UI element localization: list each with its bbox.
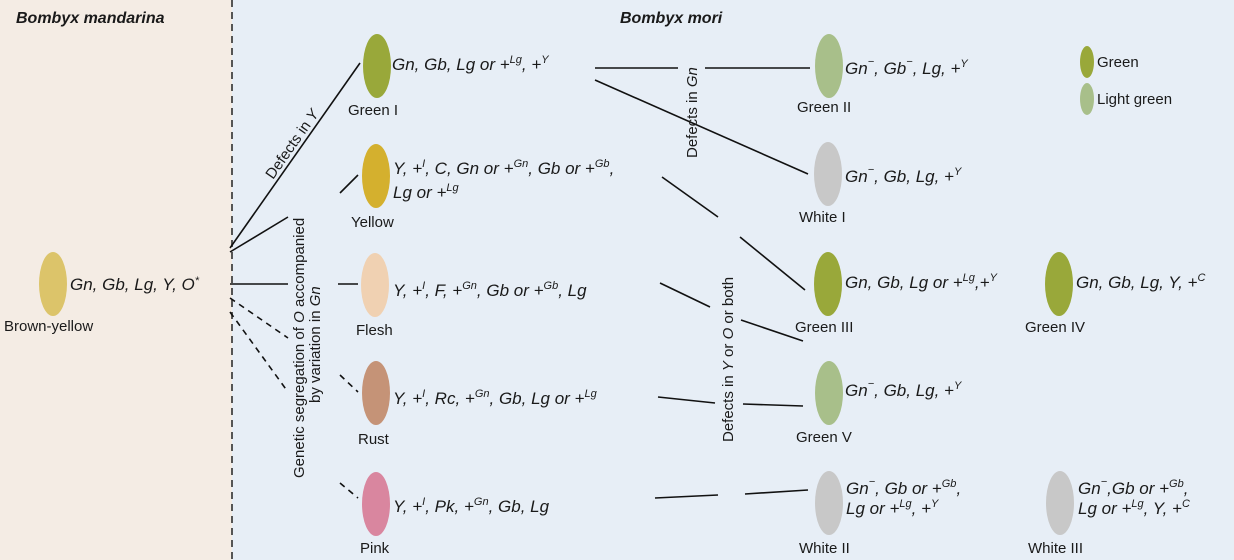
- strain-flesh: Y, +I, F, +Gn, Gb or +Gb, Lg Flesh: [356, 253, 587, 339]
- strain-green3: Gn, Gb, Lg or +Lg,+Y Green III: [795, 252, 998, 336]
- green5-cocoon: [815, 361, 843, 425]
- yellow-genotype-line2: Lg or +Lg: [393, 182, 460, 202]
- line-yellow-green3-b: [739, 236, 806, 291]
- white2-cocoon: [815, 471, 843, 535]
- green3-genotype: Gn, Gb, Lg or +Lg,+Y: [845, 272, 998, 292]
- bombyx-mandarina-panel: [0, 0, 232, 560]
- line-flesh-green3-b: [740, 319, 804, 342]
- pink-cocoon: [362, 472, 390, 536]
- flesh-cocoon: [361, 253, 389, 317]
- green4-label: Green IV: [1025, 319, 1085, 336]
- yellow-cocoon: [362, 144, 390, 208]
- ancestor-label: Brown-yellow: [4, 318, 93, 335]
- pink-label: Pink: [360, 540, 390, 557]
- line-flesh-green3-a: [659, 282, 711, 308]
- rust-cocoon: [362, 361, 390, 425]
- annotation-defects-in-gn: Defects in Gn: [684, 67, 701, 158]
- green2-cocoon: [815, 34, 843, 98]
- white2-label: White II: [799, 540, 850, 557]
- rust-label: Rust: [358, 431, 390, 448]
- legend-green-swatch: [1080, 46, 1094, 78]
- pink-genotype: Y, +I, Pk, +Gn, Gb, Lg: [393, 496, 550, 516]
- yellow-label: Yellow: [351, 214, 394, 231]
- strain-white3: Gn−,Gb or +Gb, Lg or +Lg, Y, +C White II…: [1028, 471, 1190, 557]
- yellow-genotype-line1: Y, +I, C, Gn or +Gn, Gb or +Gb,: [393, 158, 614, 178]
- ancestor-node: Gn, Gb, Lg, Y, O* Brown-yellow: [4, 252, 200, 335]
- dash-to-pink-a: [229, 311, 289, 393]
- line-pink-white2-a: [654, 494, 719, 499]
- legend-green-label: Green: [1097, 54, 1139, 71]
- white3-cocoon: [1046, 471, 1074, 535]
- green2-label: Green II: [797, 99, 851, 116]
- connector-lines: [229, 62, 810, 499]
- ancestor-genotype: Gn, Gb, Lg, Y, O*: [70, 275, 200, 294]
- flesh-genotype: Y, +I, F, +Gn, Gb or +Gb, Lg: [393, 280, 587, 300]
- title-bombyx-mori: Bombyx mori: [620, 10, 723, 27]
- white1-genotype: Gn−, Gb, Lg, +Y: [845, 164, 962, 186]
- strain-green4: Gn, Gb, Lg, Y, +C Green IV: [1025, 252, 1205, 336]
- line-to-yellow-b: [339, 174, 359, 194]
- strain-green1: Gn, Gb, Lg or +Lg, +Y Green I: [348, 34, 549, 119]
- white1-cocoon: [814, 142, 842, 206]
- white3-label: White III: [1028, 540, 1083, 557]
- flesh-label: Flesh: [356, 322, 393, 339]
- white2-genotype-line2: Lg or +Lg, +Y: [846, 498, 939, 518]
- green4-genotype: Gn, Gb, Lg, Y, +C: [1076, 272, 1205, 292]
- ancestor-cocoon: [39, 252, 67, 316]
- line-pink-white2-b: [744, 489, 809, 495]
- line-rust-green5-a: [657, 396, 716, 404]
- title-bombyx-mandarina: Bombyx mandarina: [16, 10, 165, 27]
- line-yellow-green3-a: [661, 176, 719, 218]
- strain-rust: Y, +I, Rc, +Gn, Gb, Lg or +Lg Rust: [358, 361, 598, 448]
- green3-label: Green III: [795, 319, 853, 336]
- dash-to-pink-b: [339, 482, 359, 499]
- green3-cocoon: [814, 252, 842, 316]
- strain-pink: Y, +I, Pk, +Gn, Gb, Lg Pink: [360, 472, 550, 557]
- green1-cocoon: [363, 34, 391, 98]
- annotation-defects-y-or-o: Defects in Y or O or both: [720, 277, 737, 442]
- white1-label: White I: [799, 209, 846, 226]
- rust-genotype: Y, +I, Rc, +Gn, Gb, Lg or +Lg: [393, 388, 598, 408]
- legend-light-green-swatch: [1080, 83, 1094, 115]
- strain-white2: Gn−, Gb or +Gb, Lg or +Lg, +Y White II: [799, 471, 961, 557]
- green1-label: Green I: [348, 102, 398, 119]
- strain-green2: Gn−, Gb−, Lg, +Y Green II: [797, 34, 968, 116]
- green1-genotype: Gn, Gb, Lg or +Lg, +Y: [392, 54, 549, 74]
- line-green1-white1: [594, 79, 809, 175]
- line-to-yellow-a: [229, 216, 289, 253]
- legend-light-green-label: Light green: [1097, 91, 1172, 108]
- green4-cocoon: [1045, 252, 1073, 316]
- white3-genotype-line2: Lg or +Lg, Y, +C: [1078, 498, 1190, 518]
- annotation-segregation-line1: Genetic segregation of O accompanied: [291, 218, 308, 478]
- strain-yellow: Y, +I, C, Gn or +Gn, Gb or +Gb, Lg or +L…: [351, 144, 614, 231]
- green5-genotype: Gn−, Gb, Lg, +Y: [845, 378, 962, 400]
- green5-label: Green V: [796, 429, 852, 446]
- white3-genotype-line1: Gn−,Gb or +Gb,: [1078, 476, 1188, 498]
- dash-to-rust-a: [229, 297, 289, 339]
- white2-genotype-line1: Gn−, Gb or +Gb,: [846, 476, 961, 498]
- strain-white1: Gn−, Gb, Lg, +Y White I: [799, 142, 962, 226]
- dash-to-rust-b: [339, 374, 359, 393]
- line-to-green1: [229, 62, 361, 249]
- annotation-segregation-line2: by variation in Gn: [307, 286, 324, 403]
- green2-genotype: Gn−, Gb−, Lg, +Y: [845, 56, 968, 78]
- line-rust-green5-b: [742, 403, 804, 407]
- legend: Green Light green: [1080, 46, 1172, 115]
- strain-green5: Gn−, Gb, Lg, +Y Green V: [796, 361, 962, 446]
